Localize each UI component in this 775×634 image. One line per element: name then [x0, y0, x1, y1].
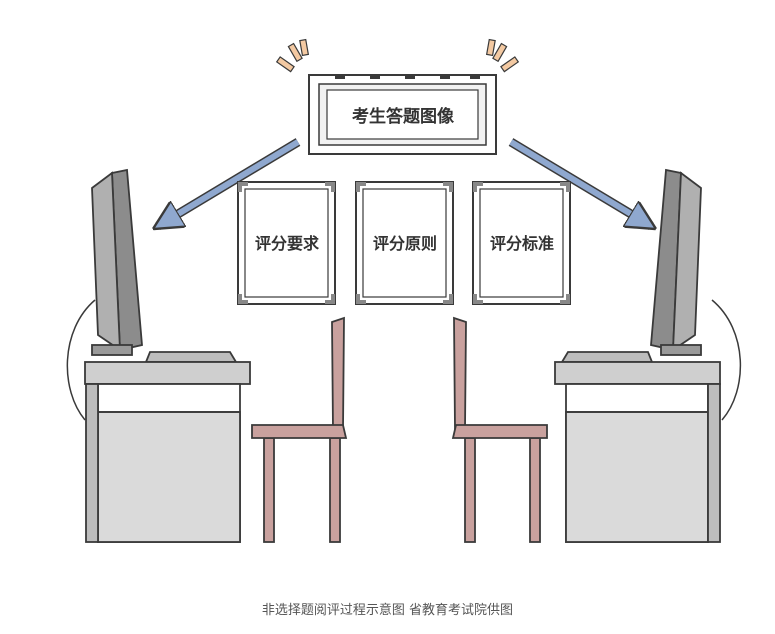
right-keyboard-icon: [560, 351, 654, 363]
header-board: 考生答题图像: [308, 74, 497, 155]
board-label: 评分原则: [373, 234, 437, 253]
figure-caption: 非选择题阅评过程示意图 省教育考试院供图: [261, 603, 514, 618]
left-monitor-icon: [91, 168, 143, 356]
left-workstation: [66, 168, 251, 543]
right-sparkle-icon: [485, 38, 520, 73]
left-keyboard-icon: [144, 351, 238, 363]
board-scoring-principles: 评分原则: [355, 181, 454, 305]
left-sparkle-icon: [275, 38, 310, 73]
right-chair: [451, 316, 548, 543]
header-board-title: 考生答题图像: [351, 106, 455, 127]
board-label: 评分要求: [255, 234, 320, 253]
right-workstation: [554, 168, 742, 543]
board-label: 评分标准: [490, 234, 554, 253]
board-scoring-requirements: 评分要求: [237, 181, 336, 305]
right-monitor-icon: [650, 168, 702, 356]
left-chair: [251, 316, 348, 543]
board-scoring-standards: 评分标准: [472, 181, 571, 305]
